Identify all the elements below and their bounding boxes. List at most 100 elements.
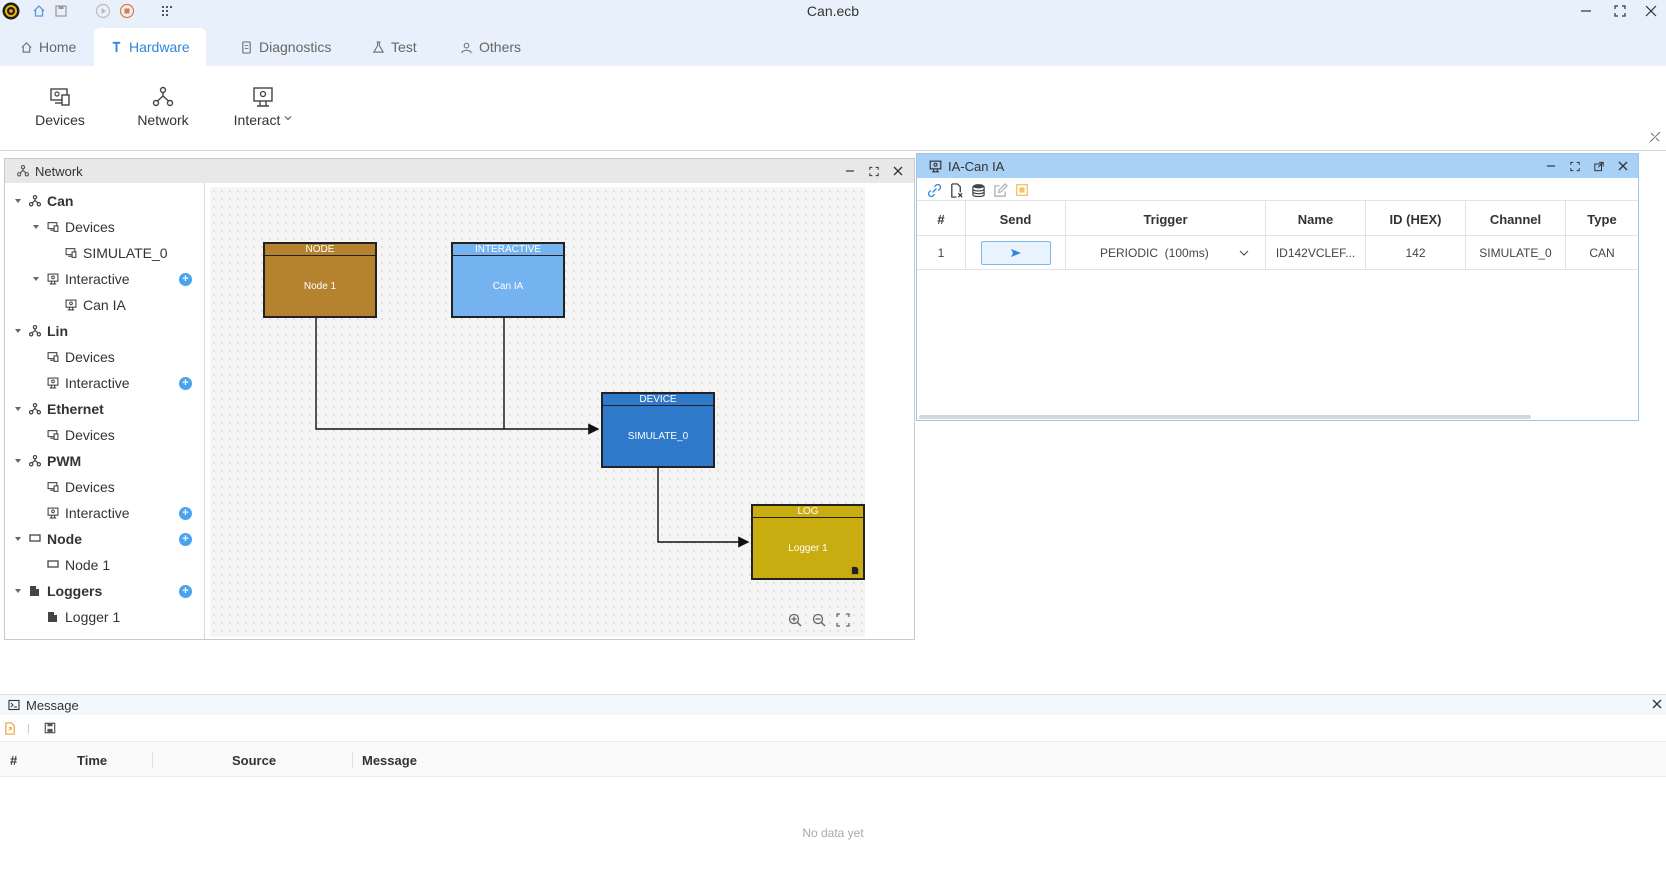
tab-home[interactable]: Home <box>4 28 92 66</box>
node-label: Node 1 <box>303 280 337 292</box>
tab-others[interactable]: Others <box>444 28 537 66</box>
tree-item[interactable]: Can <box>5 189 205 213</box>
tree-item[interactable]: Node 1 <box>5 553 205 577</box>
caret-down-icon[interactable] <box>13 534 23 544</box>
devices-icon <box>47 221 59 233</box>
collapse-ribbon-icon[interactable] <box>1648 130 1662 144</box>
ia-table-header: # Send Trigger Name ID (HEX) Channel Typ… <box>917 200 1638 237</box>
diagram-node-node1[interactable]: NODE Node 1 <box>263 242 377 318</box>
tree-item[interactable]: SIMULATE_0 <box>5 241 205 265</box>
tree-item[interactable]: Can IA <box>5 293 205 317</box>
edit-icon[interactable] <box>993 183 1009 199</box>
save-icon[interactable] <box>44 722 58 736</box>
close-icon[interactable] <box>1652 699 1662 709</box>
ia-panel-header: IA-Can IA <box>917 154 1638 178</box>
minimize-icon[interactable] <box>1571 0 1601 22</box>
play-icon[interactable] <box>94 2 112 20</box>
export-file-icon[interactable] <box>4 722 18 736</box>
tree-item[interactable]: Devices <box>5 423 205 447</box>
add-icon[interactable]: + <box>179 377 192 390</box>
tree-item-label: Interactive <box>65 271 130 287</box>
minimize-icon[interactable] <box>1546 158 1562 174</box>
tree-item[interactable]: Logger 1 <box>5 605 205 629</box>
cell-send <box>966 236 1066 270</box>
tree-item[interactable]: PWM <box>5 449 205 473</box>
interact-icon <box>65 299 77 311</box>
col-name: Name <box>1266 201 1366 237</box>
network-diagram-canvas[interactable]: NODE Node 1 INTERACTIVE Can IA DEVICE SI… <box>210 187 865 637</box>
stop-icon[interactable] <box>118 2 136 20</box>
tree-item-label: Interactive <box>65 505 130 521</box>
tree-item-label: Node <box>47 531 82 547</box>
tree-item[interactable]: Ethernet <box>5 397 205 421</box>
diagram-node-can-ia[interactable]: INTERACTIVE Can IA <box>451 242 565 318</box>
app-title: Can.ecb <box>806 3 860 19</box>
caret-down-icon[interactable] <box>31 274 41 284</box>
close-icon[interactable] <box>1618 158 1634 174</box>
col-time: Time <box>77 752 108 768</box>
add-icon[interactable]: + <box>179 585 192 598</box>
add-icon[interactable]: + <box>179 507 192 520</box>
diagram-node-logger1[interactable]: LOG Logger 1 <box>751 504 865 580</box>
title-bar: Can.ecb <box>0 0 1666 22</box>
save-icon[interactable] <box>52 2 70 20</box>
maximize-icon[interactable] <box>1605 0 1635 22</box>
tree-item[interactable]: Interactive+ <box>5 371 205 395</box>
devices-button[interactable]: Devices <box>34 86 86 138</box>
tree-item[interactable]: Devices <box>5 215 205 239</box>
tab-diagnostics-label: Diagnostics <box>259 39 332 55</box>
tree-item[interactable]: Devices <box>5 475 205 499</box>
fit-screen-icon[interactable] <box>834 611 852 629</box>
popout-icon[interactable] <box>1594 158 1610 174</box>
interact-icon <box>47 377 59 389</box>
send-button[interactable] <box>980 241 1051 265</box>
network-button[interactable]: Network <box>134 86 192 138</box>
link-icon[interactable] <box>927 183 943 199</box>
user-icon <box>460 41 479 54</box>
tree-item-label: Devices <box>65 219 115 235</box>
maximize-icon[interactable] <box>869 163 885 179</box>
horizontal-scrollbar[interactable] <box>919 415 1531 419</box>
wrench-icon <box>110 41 129 54</box>
column-divider <box>152 752 153 768</box>
tab-hardware[interactable]: Hardware <box>94 28 206 66</box>
stop-square-icon[interactable] <box>1015 183 1031 199</box>
network-panel-title: Network <box>35 163 83 179</box>
caret-down-icon[interactable] <box>13 404 23 414</box>
close-icon[interactable] <box>893 163 909 179</box>
trigger-select[interactable]: PERIODIC (100ms) <box>1066 236 1266 270</box>
tree-item[interactable]: Node + <box>5 527 205 551</box>
logger-icon <box>29 585 40 597</box>
zoom-out-icon[interactable] <box>810 611 828 629</box>
logger-icon <box>851 566 860 575</box>
tab-diagnostics[interactable]: Diagnostics <box>224 28 347 66</box>
tree-item[interactable]: Loggers+ <box>5 579 205 603</box>
add-icon[interactable]: + <box>179 533 192 546</box>
tree-item[interactable]: Lin <box>5 319 205 343</box>
caret-down-icon[interactable] <box>13 196 23 206</box>
tree-item[interactable]: Devices <box>5 345 205 369</box>
network-icon <box>29 455 41 467</box>
empty-state-text: No data yet <box>802 826 864 840</box>
delete-file-icon[interactable] <box>949 183 965 199</box>
caret-down-icon[interactable] <box>31 222 41 232</box>
tree-item[interactable]: Interactive + <box>5 267 205 291</box>
interact-icon <box>252 86 274 112</box>
database-icon[interactable] <box>971 183 987 199</box>
devices-icon <box>47 429 59 441</box>
minimize-icon[interactable] <box>845 163 861 179</box>
caret-down-icon[interactable] <box>13 586 23 596</box>
tab-test[interactable]: Test <box>356 28 433 66</box>
zoom-in-icon[interactable] <box>786 611 804 629</box>
interact-button[interactable]: Interact <box>230 86 296 138</box>
caret-down-icon[interactable] <box>13 456 23 466</box>
caret-down-icon[interactable] <box>13 326 23 336</box>
keypad-icon[interactable] <box>158 2 176 20</box>
maximize-icon[interactable] <box>1570 158 1586 174</box>
add-icon[interactable]: + <box>179 273 192 286</box>
diagram-node-simulate0[interactable]: DEVICE SIMULATE_0 <box>601 392 715 468</box>
tree-item[interactable]: Interactive + <box>5 501 205 525</box>
home-icon[interactable] <box>30 2 48 20</box>
close-icon[interactable] <box>1636 0 1666 22</box>
